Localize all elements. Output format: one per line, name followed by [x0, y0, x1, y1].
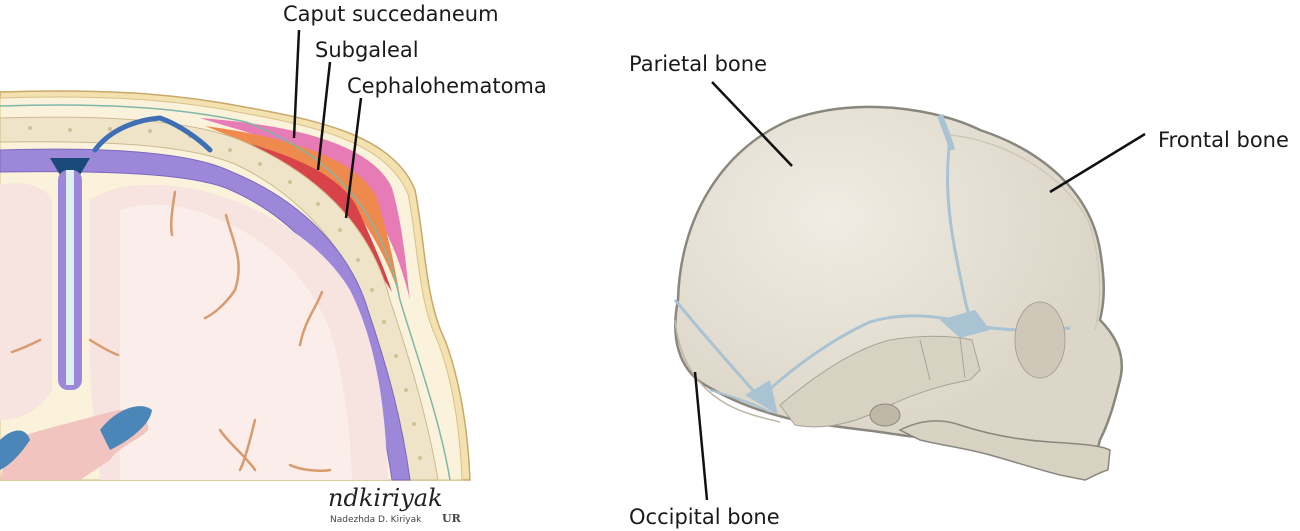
illustrator-credit: ndkiriyak Nadezhda D. Kiriyak UR	[328, 484, 468, 530]
scalp-cross-section-illustration	[0, 90, 471, 481]
signature-script: ndkiriyak	[328, 484, 443, 512]
skull-leader-lines	[693, 81, 1146, 501]
neonatal-skull-figure: Parietal bone Frontal bone Occipital bon…	[620, 0, 1300, 531]
label-occipital-bone: Occipital bone	[629, 505, 780, 529]
label-frontal-bone: Frontal bone	[1158, 128, 1289, 152]
scalp-cross-section-figure: Caput succedaneum Subgaleal Cephalohemat…	[0, 0, 620, 531]
illustrator-name: Nadezhda D. Kiriyak	[330, 515, 422, 525]
university-logo: UR	[442, 512, 461, 525]
label-parietal-bone: Parietal bone	[629, 52, 767, 76]
scalp-leader-lines	[292, 29, 363, 219]
neonatal-skull-illustration	[673, 105, 1124, 481]
label-caput-succedaneum: Caput succedaneum	[283, 2, 499, 26]
label-subgaleal: Subgaleal	[315, 38, 419, 62]
label-cephalohematoma: Cephalohematoma	[347, 74, 547, 98]
